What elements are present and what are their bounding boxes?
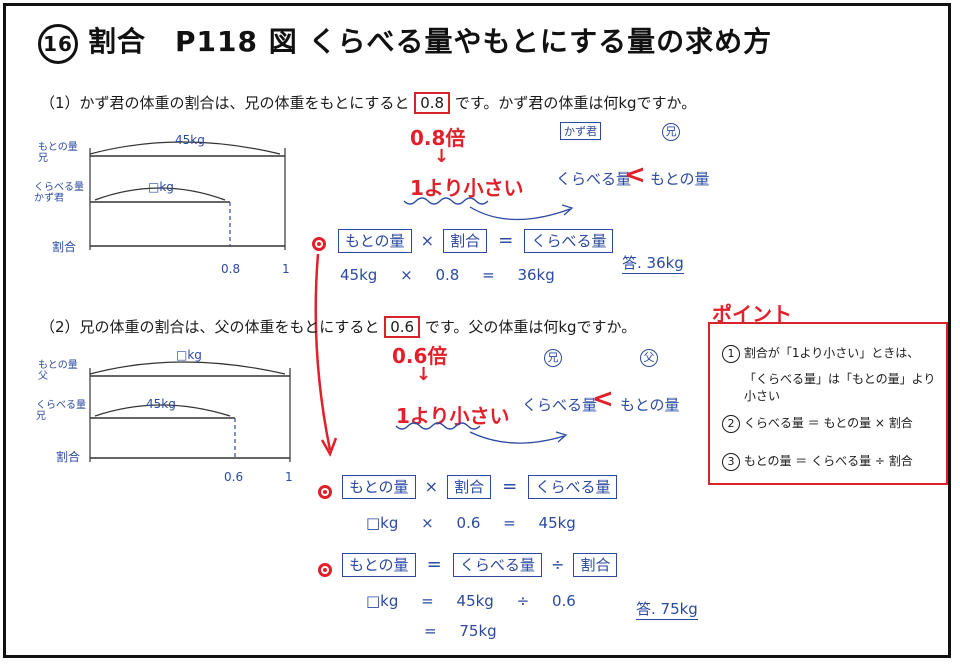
point-item-1-line2: 「くらべる量」は「もとの量」より小さい [744,372,936,403]
q2-text-before: （2）兄の体重の割合は、父の体重をもとにすると [40,318,380,336]
q1-answer: 答. 36kg [622,254,684,274]
q1-tick-b: 1 [282,262,290,276]
q1-calc: 45kg × 0.8 = 36kg [340,266,555,284]
q2-wavy-arrow [395,422,568,444]
q1-tick-a: 0.8 [221,262,241,276]
q1-compare-right: もとの量 [650,170,710,188]
q1-row3-label: 割合 [52,240,77,254]
flow-arrow [314,253,338,457]
q2-left-tag: 兄 [544,346,562,367]
q2-bullet-2 [318,562,332,581]
title-text: 割合 P118 図 くらべる量やもとにする量の求め方 [88,25,773,58]
q1-note-small: 1より小さい [410,176,524,200]
lesson-number: 16 [38,24,78,64]
q1-right-tag: 兄 [662,120,680,141]
q2-calc-3: = 75kg [424,622,497,640]
q2-calc-1: □kg × 0.6 = 45kg [366,514,576,532]
q2-formula-1: もとの量 × 割合 = くらべる量 [342,475,618,499]
q2-text-after: です。父の体重は何kgですか。 [424,318,637,336]
q2-compare-left: くらべる量 [522,396,598,414]
q1-row2-label: くらべる量 かず君 [34,182,84,204]
q1-wavy-arrow [403,197,574,221]
point-item-3: 3 もとの量 ＝ くらべる量 ÷ 割合 [722,452,913,471]
page-frame [3,3,951,658]
q2-right-tag: 父 [640,346,658,367]
q1-row1-label: もとの量 兄 [38,142,78,164]
q1-text-after: です。かず君の体重は何kgですか。 [454,94,697,112]
q2-note-ratio: 0.6倍 [392,344,448,368]
q1-note-ratio: 0.8倍 [410,126,466,150]
q2-row1-label: もとの量 父 [38,360,78,382]
q2-calc-2: □kg = 45kg ÷ 0.6 [366,592,576,610]
q1-tape-diagram [89,141,286,250]
point-box: 1 割合が「1より小さい」ときは、 「くらべる量」は「もとの量」より小さい 2 … [708,322,948,485]
q2-tape-diagram [89,361,291,462]
q2-row3-label: 割合 [56,450,81,464]
q1-statement: （1）かず君の体重の割合は、兄の体重をもとにすると 0.8 です。かず君の体重は… [40,92,697,114]
q1-text-before: （1）かず君の体重の割合は、兄の体重をもとにすると [40,94,410,112]
q1-down-arrow: ↓ [434,146,450,167]
q1-compare-sign: < [624,160,646,190]
q2-tick-b: 1 [285,470,293,484]
q1-row2-value: □kg [148,180,174,194]
point-item-1: 1 割合が「1より小さい」ときは、 [722,344,919,363]
q2-note-small: 1より小さい [396,404,510,428]
q2-formula-2: もとの量 = くらべる量 ÷ 割合 [342,553,618,577]
page-title: 16 割合 P118 図 くらべる量やもとにする量の求め方 [38,20,772,64]
q1-compare-left: くらべる量 [556,170,632,188]
q2-down-arrow: ↓ [416,364,432,385]
q2-row2-label: くらべる量 兄 [36,400,86,422]
point-item-2: 2 くらべる量 ＝ もとの量 × 割合 [722,414,913,433]
q1-formula: もとの量 × 割合 = くらべる量 [338,229,614,253]
q2-ratio-box: 0.6 [384,316,421,338]
q1-bullet [312,236,326,255]
q2-row2-value: 45kg [146,397,176,411]
q1-row1-value: 45kg [175,133,205,147]
q2-compare-right: もとの量 [620,396,680,414]
q1-ratio-box: 0.8 [414,92,451,114]
q2-answer: 答. 75kg [636,600,698,620]
q2-row1-value: □kg [176,348,202,362]
q2-tick-a: 0.6 [224,470,244,484]
q2-bullet-1 [318,484,332,503]
q2-compare-sign: < [592,384,614,414]
q1-left-tag: かず君 [560,122,601,140]
q2-statement: （2）兄の体重の割合は、父の体重をもとにすると 0.6 です。父の体重は何kgで… [40,316,637,338]
